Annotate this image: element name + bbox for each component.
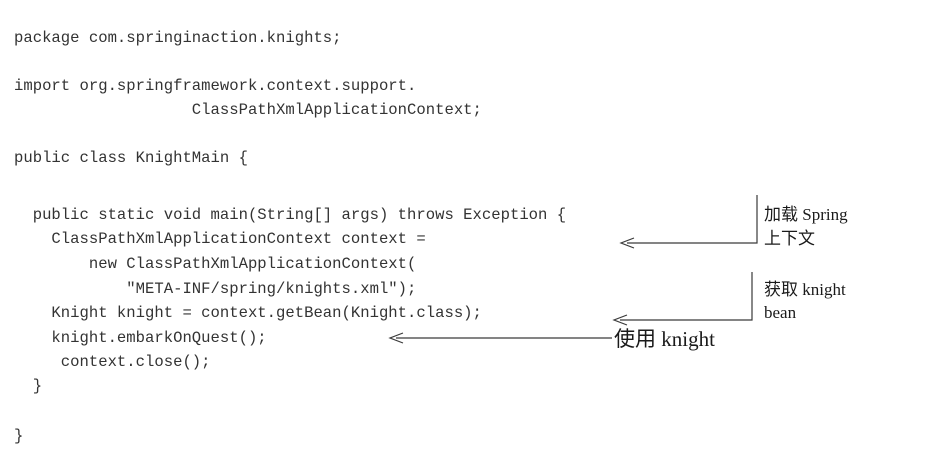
code-line-package: package com.springinaction.knights;: [14, 29, 342, 47]
code-line-class-decl: public class KnightMain {: [14, 149, 248, 167]
code-line-class-end: }: [14, 427, 24, 445]
annotation-load-context-line1: 加载 Spring: [764, 205, 848, 224]
arrow-load-context: [619, 195, 758, 249]
annotation-get-bean-line1: 获取 knight: [764, 280, 846, 299]
code-line-context-decl: ClassPathXmlApplicationContext context =: [14, 230, 426, 248]
code-line-xml-path: "META-INF/spring/knights.xml");: [14, 280, 417, 298]
code-line-close: context.close();: [14, 353, 211, 371]
annotation-load-context-line2: 上下文: [764, 229, 815, 248]
code-line-embark: knight.embarkOnQuest();: [14, 329, 267, 347]
code-line-method-end: }: [14, 377, 43, 395]
annotation-get-bean-line2: bean: [764, 303, 797, 322]
code-line-import: import org.springframework.context.suppo…: [14, 77, 417, 95]
annotation-use-knight: 使用 knight: [614, 327, 715, 351]
code-line-new-context: new ClassPathXmlApplicationContext(: [14, 255, 417, 273]
code-line-main-method: public static void main(String[] args) t…: [14, 206, 567, 224]
arrow-get-bean: [612, 272, 753, 326]
code-line-get-bean: Knight knight = context.getBean(Knight.c…: [14, 304, 482, 322]
arrow-use-knight: [388, 332, 612, 344]
code-line-import-cont: ClassPathXmlApplicationContext;: [14, 101, 482, 119]
